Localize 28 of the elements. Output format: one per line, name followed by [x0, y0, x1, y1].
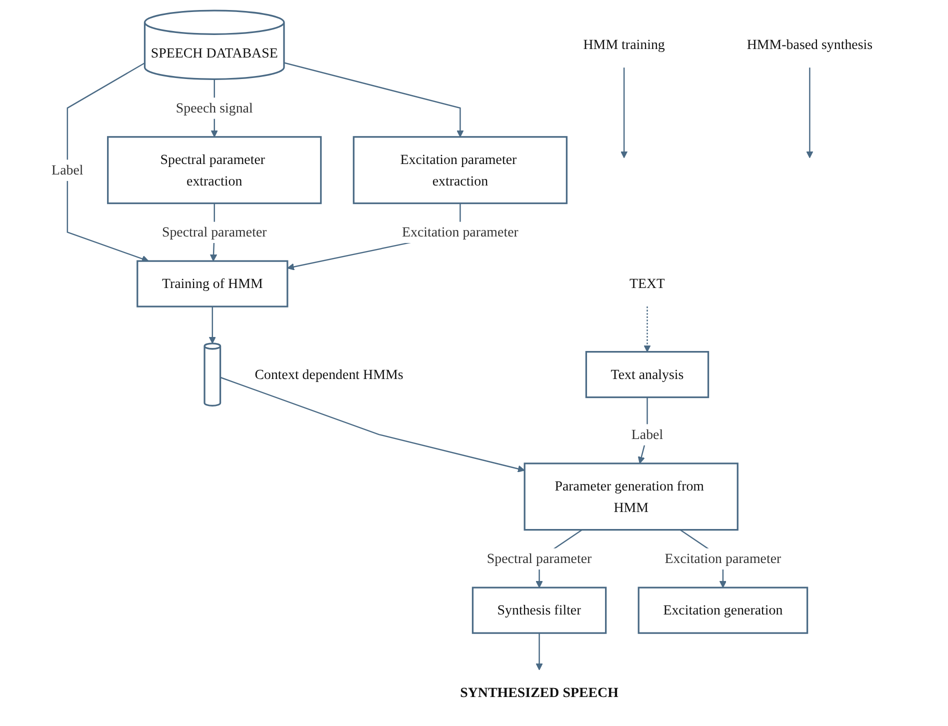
arrow	[208, 306, 216, 344]
edge-label: Speech signal	[176, 100, 253, 116]
arrow	[220, 376, 525, 472]
node-box: Synthesis filter	[472, 586, 606, 634]
node-text: SYNTHESIZED SPEECH	[460, 684, 618, 700]
node-box: Text analysis	[585, 351, 709, 398]
arrow	[643, 306, 650, 352]
node-cylinder	[203, 342, 221, 407]
node-box: Parameter generation from HMM	[523, 462, 738, 531]
node-box: Excitation generation	[637, 586, 808, 634]
node-box: Excitation parameter extraction	[352, 136, 568, 204]
edge-label: Spectral parameter	[162, 224, 266, 240]
arrow	[806, 68, 813, 158]
edge-label: Label	[51, 162, 83, 178]
node-box: Training of HMM	[136, 260, 288, 308]
edge-label: Spectral parameter	[486, 550, 592, 566]
arrow	[284, 62, 464, 138]
edge-label: Excitation parameter	[664, 550, 781, 566]
node-label: Context dependent HMMs	[254, 366, 403, 382]
node-text: HMM training	[582, 36, 665, 52]
edge-label: Excitation parameter	[402, 224, 518, 240]
node-text: HMM-based synthesis	[746, 36, 872, 52]
edge-label: Label	[631, 426, 663, 442]
arrow	[66, 62, 148, 262]
arrow	[620, 68, 628, 158]
node-text: TEXT	[629, 276, 665, 292]
arrow	[535, 633, 543, 670]
node-box: Spectral parameter extraction	[106, 136, 322, 204]
